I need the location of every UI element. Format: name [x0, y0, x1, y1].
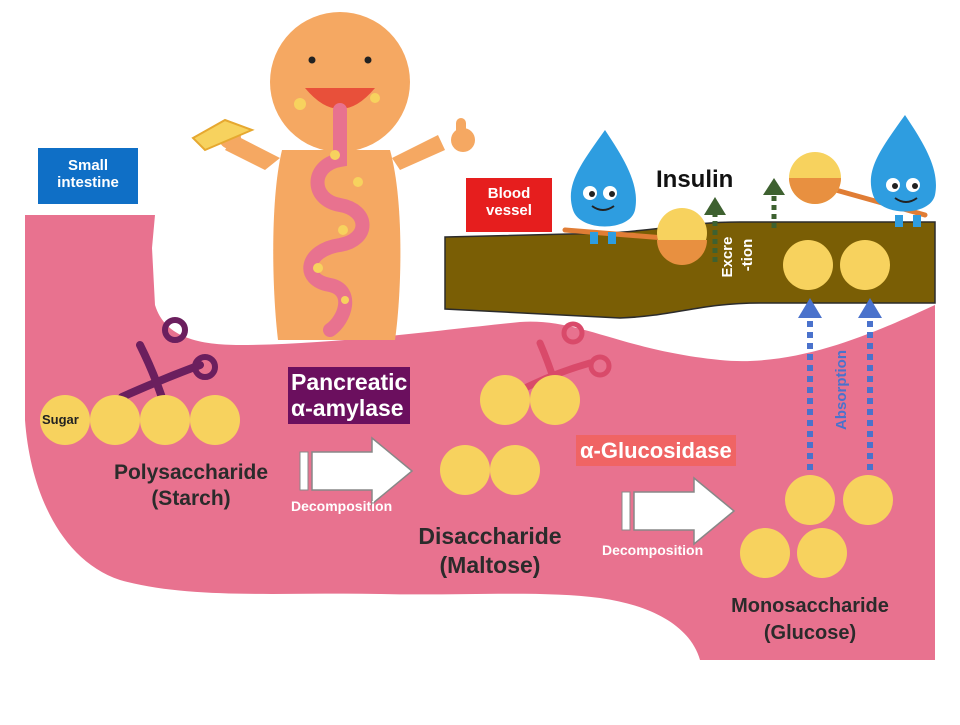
- disaccharide-label: Disaccharide (Maltose): [418, 523, 562, 578]
- decomposition-arrow-2: [621, 476, 736, 546]
- monosaccharide-units: [740, 475, 893, 578]
- sugar-unit: [530, 375, 580, 425]
- small-intestine-tube: [25, 215, 935, 660]
- sugar-label: Sugar: [42, 412, 79, 427]
- sugar-unit: [480, 375, 530, 425]
- sugar-unit: [797, 528, 847, 578]
- monosaccharide-label: Monosaccharide (Glucose): [731, 595, 889, 644]
- sugar-unit: [490, 445, 540, 495]
- sugar-unit: [843, 475, 893, 525]
- absorption-arrow: [798, 298, 882, 470]
- insulin-drop-right: [789, 115, 936, 227]
- sugar-unit: [190, 395, 240, 445]
- absorption-label: Absorption: [833, 350, 850, 430]
- disaccharide-pairs: [440, 375, 580, 495]
- sugar-unit: [90, 395, 140, 445]
- polysaccharide-chain: [40, 395, 240, 445]
- digestive-tract: [303, 103, 370, 337]
- sugar-unit: [740, 528, 790, 578]
- excretion-label: Excre -tion: [719, 232, 756, 277]
- decomposition-arrow-1: [299, 436, 414, 506]
- polysaccharide-label: Polysaccharide (Starch): [113, 461, 269, 511]
- insulin-label: Insulin: [656, 166, 734, 193]
- excretion-arrow: [704, 178, 785, 262]
- decomposition-label-1: Decomposition: [291, 498, 393, 514]
- decomposition-label-2: Decomposition: [602, 542, 704, 558]
- blood-vessel-tag: Blood vessel: [466, 178, 552, 232]
- small-intestine-tag: Small intestine: [38, 148, 138, 204]
- sugar-unit: [783, 240, 833, 290]
- amylase-label: Pancreatic α-amylase: [288, 367, 411, 424]
- sugar-unit: [40, 395, 90, 445]
- pizza-slice-icon: [191, 118, 255, 152]
- sugar-unit: [785, 475, 835, 525]
- glucosidase-label: α-Glucosidase: [576, 435, 736, 467]
- sugar-unit: [840, 240, 890, 290]
- excretion-line-2: -tion: [739, 239, 756, 271]
- sugar-unit: [440, 445, 490, 495]
- insulin-drop-left: [562, 130, 707, 265]
- excretion-line-1: Excre: [719, 237, 736, 278]
- sugar-unit: [140, 395, 190, 445]
- absorbed-glucose: [783, 240, 890, 290]
- character-illustration: [191, 12, 475, 340]
